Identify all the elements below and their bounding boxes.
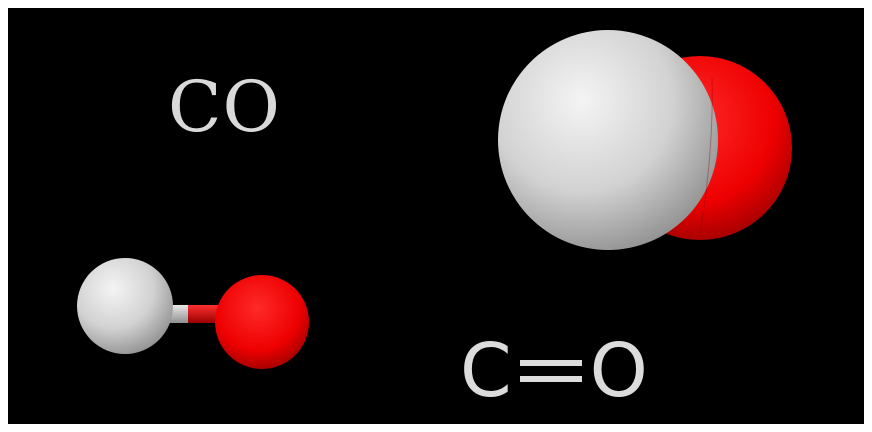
carbon-atom-ball xyxy=(77,258,173,354)
molecular-formula: CO xyxy=(168,66,281,148)
ball-and-stick-model xyxy=(77,258,309,369)
molecule-models xyxy=(77,30,792,369)
structural-formula: C O xyxy=(460,334,648,408)
structural-oxygen-label: O xyxy=(589,328,648,414)
bond-red-half xyxy=(188,305,224,323)
oxygen-atom-ball xyxy=(215,275,309,369)
double-bond-symbol xyxy=(519,360,582,382)
carbon-atom-sphere xyxy=(498,30,718,250)
image-frame: CO xyxy=(8,8,864,424)
space-filling-model xyxy=(498,30,792,250)
structural-carbon-label: C xyxy=(460,328,512,414)
